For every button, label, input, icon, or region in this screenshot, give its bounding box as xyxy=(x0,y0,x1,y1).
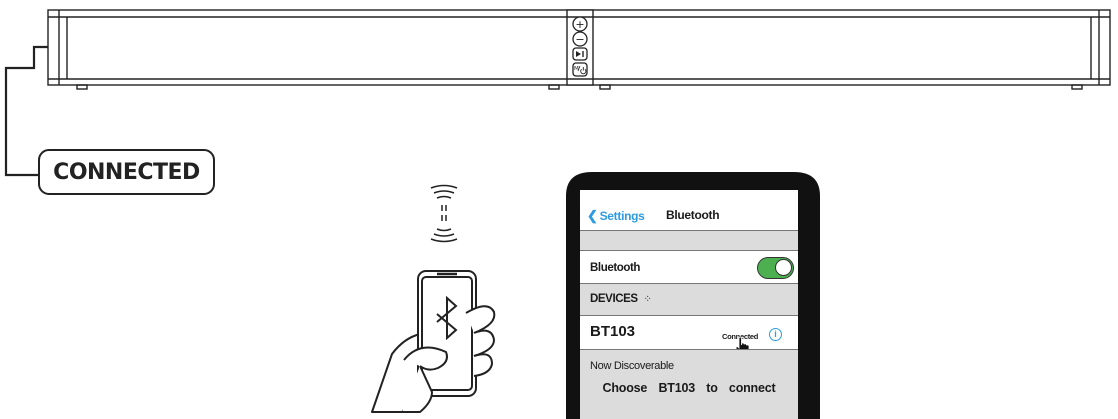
volume-down-icon: − xyxy=(575,33,584,46)
devices-label: DEVICES ⁘ xyxy=(590,293,652,305)
device-name: BT103 xyxy=(590,323,636,340)
devices-header-row: DEVICES ⁘ xyxy=(580,283,798,315)
connected-status-badge: CONNECTED xyxy=(38,149,215,195)
instruction-device: BT103 xyxy=(658,381,695,395)
volume-down-button[interactable]: − xyxy=(572,31,588,47)
mode-power-icon: M xyxy=(574,65,587,75)
discoverable-label: Now Discoverable xyxy=(590,360,674,372)
volume-up-button[interactable]: + xyxy=(572,16,588,32)
toggle-knob xyxy=(775,259,792,276)
devices-label-text: DEVICES xyxy=(590,293,638,305)
device-row[interactable]: BT103 Connected i xyxy=(580,315,798,356)
back-label: Settings xyxy=(599,209,645,223)
mode-power-button[interactable]: M xyxy=(572,62,588,77)
svg-text:M: M xyxy=(574,66,579,72)
play-pause-icon xyxy=(576,51,584,57)
phone-screen: ❮Settings Bluetooth Bluetooth DEVICES ⁘ … xyxy=(580,190,798,419)
loading-spinner-icon: ⁘ xyxy=(643,294,652,305)
info-icon[interactable]: i xyxy=(769,328,782,341)
instruction-suffix: to connect xyxy=(706,381,776,395)
bluetooth-toggle[interactable] xyxy=(757,257,794,279)
signal-waves-icon xyxy=(430,184,458,243)
connect-instruction: Choose BT103 to connect xyxy=(580,381,798,395)
volume-up-icon: + xyxy=(575,18,584,31)
discoverable-section: Now Discoverable Choose BT103 to connect xyxy=(580,349,798,419)
bluetooth-icon xyxy=(436,295,458,341)
play-pause-button[interactable] xyxy=(572,47,588,61)
bluetooth-label: Bluetooth xyxy=(590,262,641,274)
connector-line xyxy=(4,45,48,177)
chevron-left-icon: ❮ xyxy=(587,208,598,223)
hand-phone-illustration xyxy=(371,270,496,413)
device-status: Connected xyxy=(722,332,759,341)
bluetooth-toggle-row: Bluetooth xyxy=(580,250,798,283)
settings-navbar: ❮Settings Bluetooth xyxy=(580,190,798,230)
back-button[interactable]: ❮Settings xyxy=(587,208,645,224)
page-title: Bluetooth xyxy=(666,208,720,222)
instruction-prefix: Choose xyxy=(602,381,648,395)
spacer-row xyxy=(580,230,798,250)
